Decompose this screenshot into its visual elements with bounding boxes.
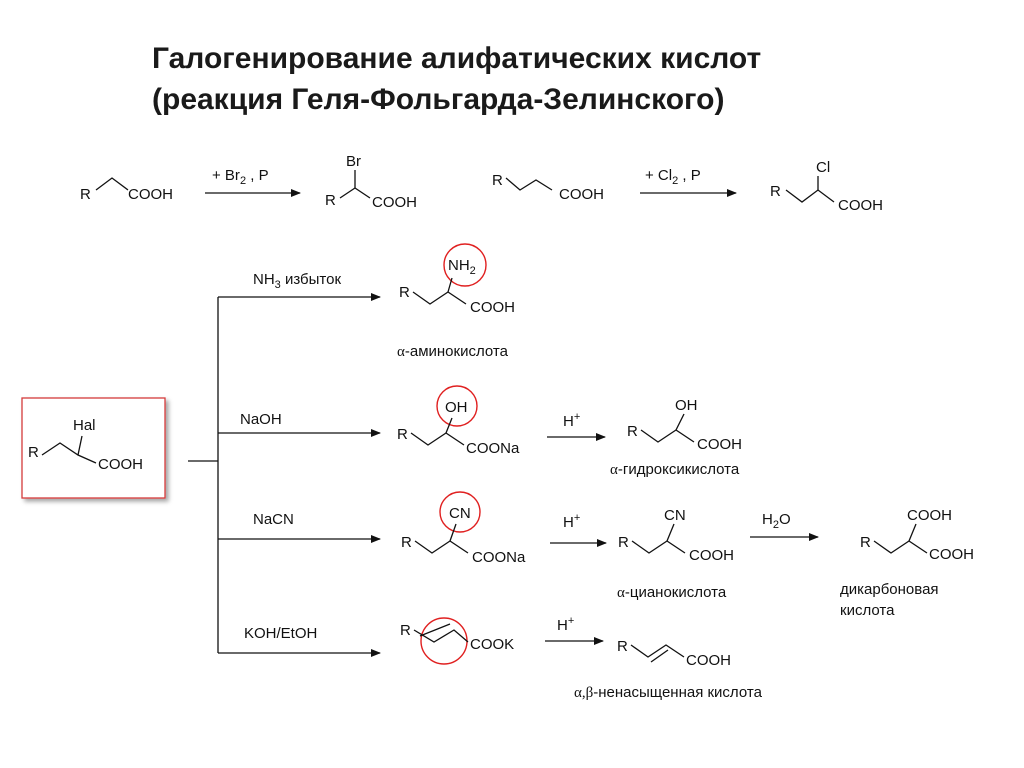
- start-hal-bond: [77, 435, 83, 456]
- cyano-product-bonds: [631, 540, 686, 554]
- r2-substrate-bonds: [505, 177, 553, 191]
- cyano-coona: COONa: [472, 549, 526, 566]
- r2-product-cooh: COOH: [838, 197, 883, 214]
- hydroxy-reagent: NaOH: [240, 411, 282, 428]
- hydroxy-caption: α-гидроксикислота: [610, 461, 740, 478]
- starting-material-box: [21, 397, 166, 499]
- hydroxy-acid-label: H+: [563, 411, 580, 430]
- amine-cooh: COOH: [470, 299, 515, 316]
- branch-tree: [188, 293, 381, 657]
- amine-group: NH2: [448, 257, 476, 277]
- dicarb-r: R: [860, 534, 871, 551]
- hydroxy-oh-bond: [445, 417, 453, 434]
- elimination-cook: COOK: [470, 636, 514, 653]
- cyano-branch: NaCN CN R COONa H+ CN R COOH α-цианокисл…: [253, 491, 974, 619]
- cyano-product-r: R: [618, 534, 629, 551]
- cyano-product-cn: CN: [664, 507, 686, 524]
- hydroxy-product-r: R: [627, 423, 638, 440]
- elimination-bonds: [413, 629, 469, 643]
- dicarb-top-cooh: COOH: [907, 507, 952, 524]
- cyano-reagent: NaCN: [253, 511, 294, 528]
- cyano-acid-label: H+: [563, 512, 580, 531]
- amine-reagent: NH3 избыток: [253, 271, 341, 291]
- elimination-highlight-ring: [420, 617, 468, 665]
- dicarb-caption-line1: дикарбоновая: [840, 581, 939, 598]
- r2-reagent-label: + Cl2 , P: [645, 167, 701, 187]
- dicarb-bonds: [873, 540, 928, 554]
- bromination-reaction: R COOH + Br2 , P Br R COOH: [80, 153, 417, 211]
- r1-reagent-label: + Br2 , P: [212, 167, 269, 187]
- starting-material: Hal R COOH: [21, 397, 166, 499]
- dicarb-top-bond: [908, 523, 917, 542]
- start-cooh: COOH: [98, 456, 143, 473]
- hydroxy-coona: COONa: [466, 440, 520, 457]
- elimination-caption: α,β-ненасыщенная кислота: [574, 684, 763, 701]
- dicarb-caption-line2: кислота: [840, 602, 895, 619]
- hydroxy-branch: NaOH OH R COONa H+ OH R COOH α-гидроксик…: [240, 385, 742, 478]
- cyano-bonds: [414, 540, 469, 554]
- hydroxy-r: R: [397, 426, 408, 443]
- hydroxy-product-oh: OH: [675, 397, 698, 414]
- chlorination-reaction: R COOH + Cl2 , P Cl R COOH: [492, 159, 883, 214]
- elimination-product-r: R: [617, 638, 628, 655]
- elimination-r: R: [400, 622, 411, 639]
- hydrolysis-label: H2O: [762, 511, 791, 531]
- hydroxy-group: OH: [445, 399, 468, 416]
- cyano-cn-bond: [449, 523, 457, 542]
- r1-product-cooh: COOH: [372, 194, 417, 211]
- r1-substrate-bonds: [95, 177, 129, 191]
- hydroxy-bonds: [410, 432, 465, 446]
- slide-title-line2: (реакция Геля-Фольгарда-Зелинского): [152, 83, 724, 116]
- start-hal: Hal: [73, 417, 96, 434]
- amine-r: R: [399, 284, 410, 301]
- amine-bonds: [412, 291, 467, 305]
- cyano-group: CN: [449, 505, 471, 522]
- cyano-caption: α-цианокислота: [617, 584, 727, 601]
- r2-product-cl: Cl: [816, 159, 830, 176]
- elimination-product-bonds: [630, 644, 685, 658]
- cyano-product-cn-bond: [666, 523, 675, 542]
- r2-product-bonds: [785, 189, 835, 203]
- r1-product-r: R: [325, 192, 336, 209]
- hydroxy-product-cooh: COOH: [697, 436, 742, 453]
- dicarb-cooh: COOH: [929, 546, 974, 563]
- cyano-highlight-ring: [439, 491, 481, 533]
- r2-product-r: R: [770, 183, 781, 200]
- start-r: R: [28, 444, 39, 461]
- r1-product-br: Br: [346, 153, 361, 170]
- amine-nh2-bond: [447, 277, 453, 293]
- slide-title-line1: Галогенирование алифатических кислот: [152, 42, 761, 75]
- elimination-reagent: KOH/EtOH: [244, 625, 317, 642]
- hydroxy-product-oh-bond: [675, 413, 685, 431]
- r2-substrate-r: R: [492, 172, 503, 189]
- r2-substrate-cooh: COOH: [559, 186, 604, 203]
- hydroxy-product-bonds: [640, 429, 695, 443]
- cyano-product-cooh: COOH: [689, 547, 734, 564]
- amine-branch: NH3 избыток NH2 R COOH α-аминокислота: [253, 243, 515, 360]
- r1-substrate-r: R: [80, 186, 91, 203]
- r1-product-bonds: [339, 187, 371, 199]
- amine-highlight-ring: [443, 243, 487, 287]
- elimination-double-bond: [419, 623, 451, 637]
- cyano-r: R: [401, 534, 412, 551]
- elimination-acid-label: H+: [557, 615, 574, 634]
- elimination-product-cooh: COOH: [686, 652, 731, 669]
- elimination-product-double-bond: [650, 649, 669, 663]
- amine-caption: α-аминокислота: [397, 343, 509, 360]
- start-bonds: [41, 442, 97, 464]
- r1-substrate-cooh: COOH: [128, 186, 173, 203]
- hydroxy-highlight-ring: [436, 385, 478, 427]
- elimination-branch: KOH/EtOH R COOK H+ R COOH α,β-ненасыщенн…: [244, 615, 763, 701]
